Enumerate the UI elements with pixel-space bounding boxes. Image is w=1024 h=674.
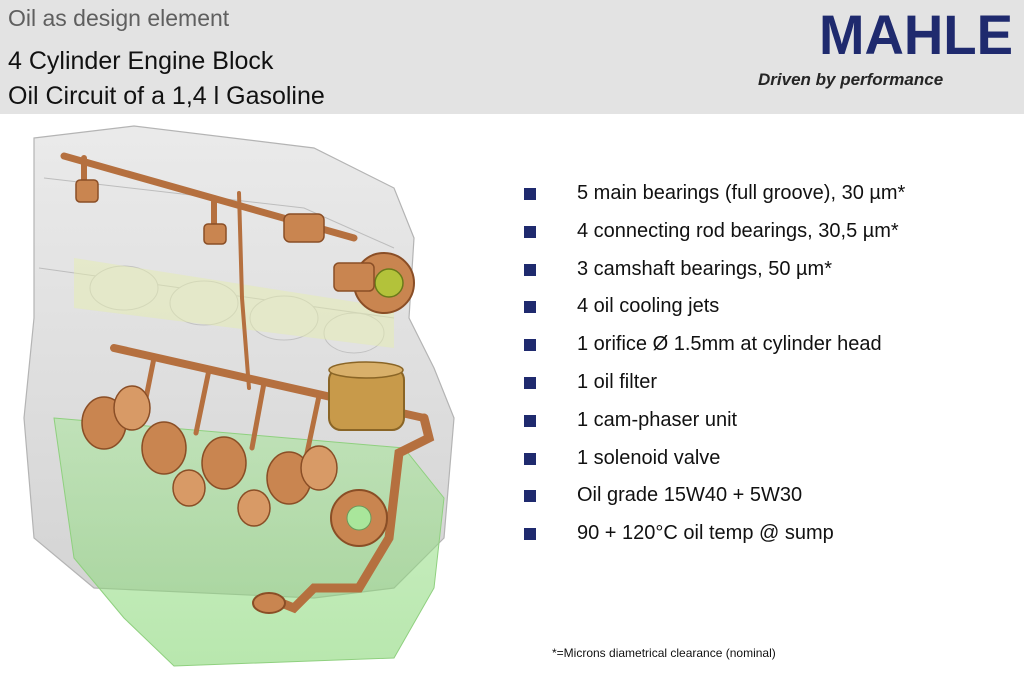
section-kicker: Oil as design element (8, 5, 229, 32)
bullet-square-icon (524, 301, 536, 313)
bullet-square-icon (524, 264, 536, 276)
footnote: *=Microns diametrical clearance (nominal… (552, 646, 776, 660)
slide-title-line-2: Oil Circuit of a 1,4 l Gasoline (8, 82, 325, 111)
bullet-square-icon (524, 226, 536, 238)
mahle-logo-text: MAHLE (819, 10, 1013, 56)
bullet-square-icon (524, 377, 536, 389)
slide-title-line-1: 4 Cylinder Engine Block (8, 47, 273, 76)
mahle-logo: MAHLE (818, 10, 1014, 56)
bullet-square-icon (524, 528, 536, 540)
bullet-square-icon (524, 339, 536, 351)
oil-pump (331, 490, 387, 546)
bullet-square-icon (524, 188, 536, 200)
brand-tagline: Driven by performance (758, 70, 943, 90)
header-band: Oil as design element 4 Cylinder Engine … (0, 0, 1024, 114)
bullet-square-icon (524, 415, 536, 427)
bullet-square-icon (524, 490, 536, 502)
oil-pickup (253, 593, 285, 613)
bullet-square-icon (524, 453, 536, 465)
oil-filter (329, 362, 404, 430)
engine-oil-circuit-illustration (14, 118, 494, 674)
